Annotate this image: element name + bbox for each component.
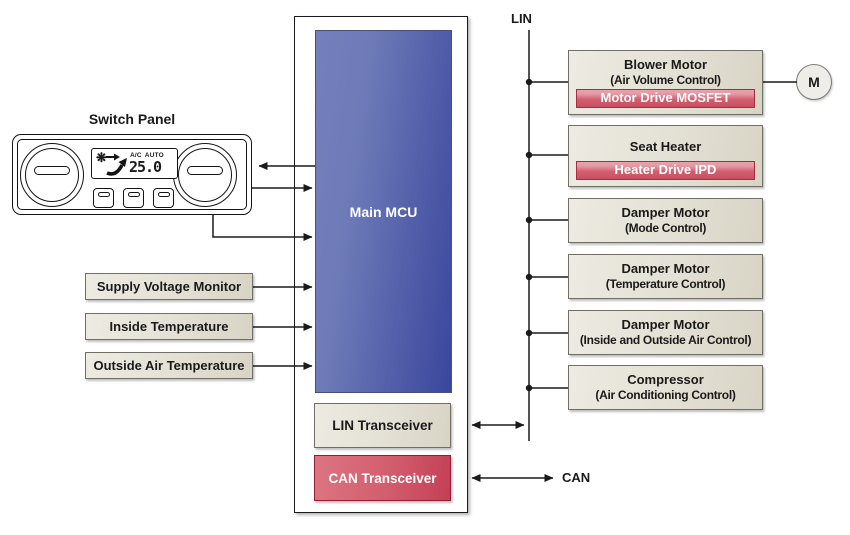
left-knob-slot <box>34 166 70 175</box>
panel-button-1 <box>93 188 114 208</box>
load-title: Damper Motor <box>621 260 710 276</box>
display-mode-labels: A/C AUTO <box>130 152 164 159</box>
panel-button-2 <box>123 188 144 208</box>
sensor-box-inside-temperature: Inside Temperature <box>85 313 253 340</box>
sensor-box-outside-air-temperature: Outside Air Temperature <box>85 352 253 379</box>
switch-panel-frame <box>17 139 247 210</box>
can-bus-label: CAN <box>562 470 591 485</box>
lin-transceiver-box: LIN Transceiver <box>314 403 451 448</box>
auto-label: AUTO <box>144 152 164 159</box>
main-mcu-box: Main MCU <box>315 30 452 393</box>
main-mcu-label: Main MCU <box>349 203 418 220</box>
load-subtitle: (Inside and Outside Air Control) <box>579 333 752 348</box>
load-title: Damper Motor <box>621 204 710 220</box>
left-knob <box>20 143 84 207</box>
load-title: Blower Motor <box>623 57 708 72</box>
load-box-damper-temperature: Damper Motor (Temperature Control) <box>568 254 763 299</box>
load-box-damper-air: Damper Motor (Inside and Outside Air Con… <box>568 310 763 355</box>
airflow-icon <box>106 153 127 176</box>
left-knob-ring <box>25 148 79 202</box>
switch-panel-label: Switch Panel <box>88 111 176 127</box>
motor-symbol: M <box>796 64 832 100</box>
lin-junction-dots <box>525 78 533 392</box>
climate-display: ❋ A/C AUTO 25.0 <box>91 148 178 179</box>
panel-button-3 <box>153 188 174 208</box>
load-subtitle: (Air Conditioning Control) <box>595 388 736 403</box>
temperature-readout: 25.0 <box>128 158 162 176</box>
load-title: Seat Heater <box>629 139 702 154</box>
right-knob <box>173 143 237 207</box>
fan-icon: ❋ <box>96 150 107 165</box>
load-box-compressor: Compressor (Air Conditioning Control) <box>568 365 763 410</box>
switch-panel: ❋ A/C AUTO 25.0 <box>12 134 252 215</box>
right-knob-ring <box>178 148 232 202</box>
load-box-seat-heater: Seat Heater Heater Drive IPD <box>568 125 763 187</box>
sensor-box-supply-voltage: Supply Voltage Monitor <box>85 273 253 300</box>
load-title: Damper Motor <box>621 316 710 332</box>
load-subtitle: (Mode Control) <box>624 221 707 236</box>
ac-label: A/C <box>130 152 142 159</box>
load-box-damper-mode: Damper Motor (Mode Control) <box>568 198 763 243</box>
right-knob-slot <box>187 166 223 175</box>
panel-button-bar <box>97 192 110 197</box>
lin-bus-label: LIN <box>511 11 532 26</box>
load-box-blower-motor: Blower Motor (Air Volume Control) Motor … <box>568 50 763 115</box>
panel-button-bar <box>157 192 170 197</box>
chip-motor-drive-mosfet: Motor Drive MOSFET <box>576 89 755 108</box>
panel-button-bar <box>127 192 140 197</box>
load-subtitle: (Air Volume Control) <box>610 73 721 88</box>
chip-heater-drive-ipd: Heater Drive IPD <box>576 161 755 180</box>
can-transceiver-box: CAN Transceiver <box>314 455 451 501</box>
load-subtitle: (Temperature Control) <box>605 277 726 292</box>
load-title: Compressor <box>627 371 704 387</box>
